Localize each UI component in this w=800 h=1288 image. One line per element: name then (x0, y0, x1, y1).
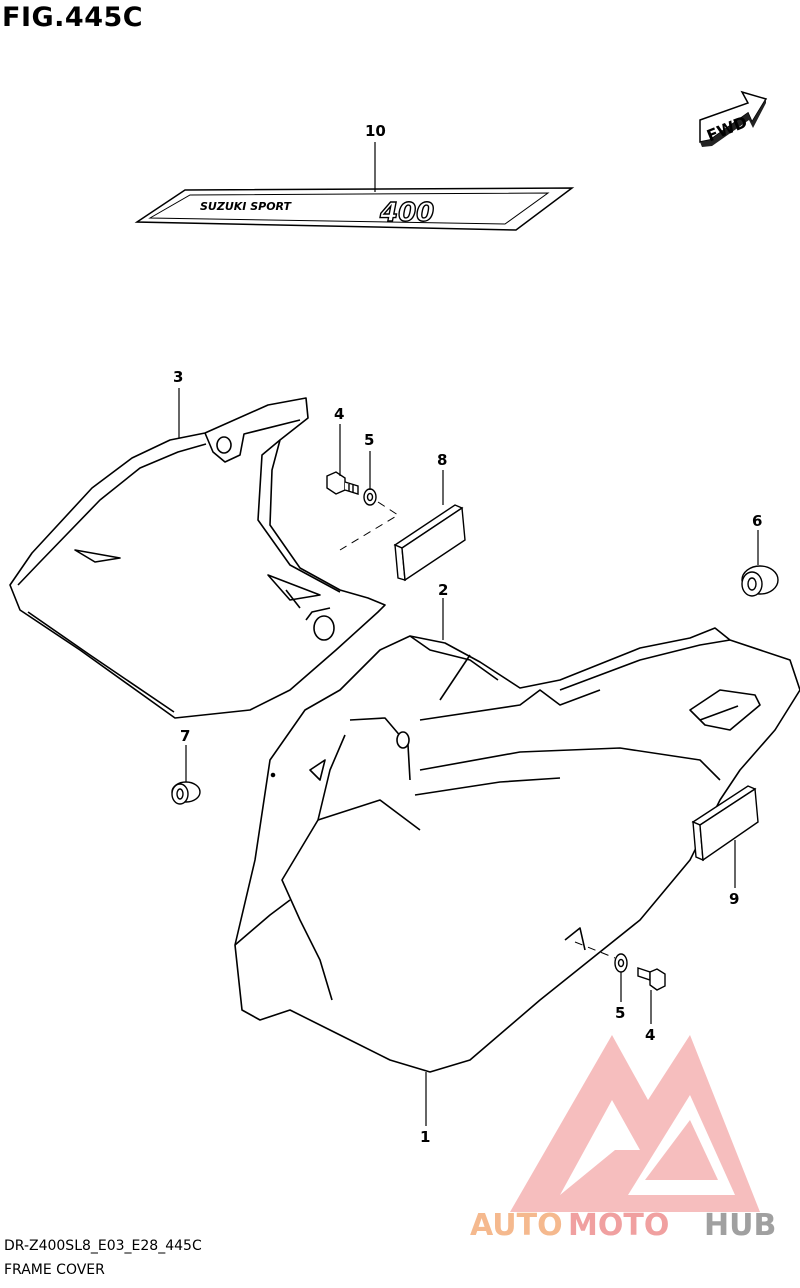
assembly-lines (339, 501, 616, 959)
grommet-part-7 (171, 781, 201, 805)
washer-part-5-lower (614, 953, 628, 973)
callout-5-lower: 5 (615, 1004, 625, 1022)
decal-part-10: SUZUKI SPORT 400 (134, 142, 575, 231)
figure-title: FIG.445C (2, 2, 144, 33)
watermark-logo (510, 1035, 760, 1212)
callout-4-lower: 4 (645, 1026, 655, 1044)
leader-lines (178, 388, 759, 1126)
callout-6: 6 (752, 512, 762, 530)
bolt-part-4-lower (637, 967, 666, 991)
callout-2: 2 (438, 581, 448, 599)
washer-part-5-upper (363, 488, 377, 506)
callout-1: 1 (420, 1128, 430, 1146)
pad-part-8 (393, 504, 466, 582)
watermark-text: AUTO MOTO HUB (470, 1208, 776, 1243)
frame-cover-part-2 (234, 627, 800, 1073)
callout-4-upper: 4 (334, 405, 344, 423)
callout-3: 3 (173, 368, 183, 386)
bolt-part-4-upper (326, 471, 359, 495)
watermark-auto: AUTO (470, 1208, 563, 1243)
pad-part-9 (691, 785, 759, 862)
callout-5-upper: 5 (364, 431, 374, 449)
callout-9: 9 (729, 890, 739, 908)
frame-cover-part-3 (9, 397, 386, 719)
callout-7: 7 (180, 727, 190, 745)
callout-8: 8 (437, 451, 447, 469)
figure-name: FRAME COVER (4, 1262, 105, 1278)
watermark-hub: HUB (704, 1208, 776, 1243)
fwd-arrow-icon: FWD (699, 90, 768, 147)
figure-code: DR-Z400SL8_E03_E28_445C (4, 1238, 202, 1254)
watermark-moto: MOTO (568, 1208, 669, 1243)
decal-big-text: 400 (379, 198, 434, 228)
callout-10: 10 (365, 122, 386, 140)
grommet-part-6 (741, 565, 779, 597)
decal-small-text: SUZUKI SPORT (200, 200, 293, 213)
